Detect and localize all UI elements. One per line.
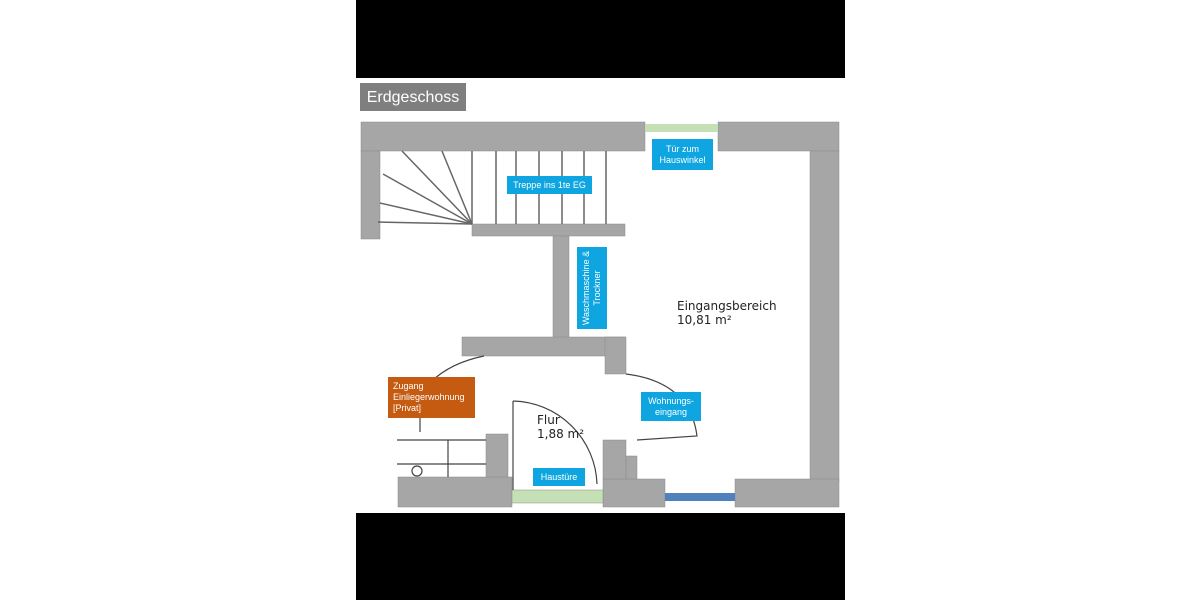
stair-landing-wall <box>471 223 626 237</box>
wall-top-left <box>360 121 646 152</box>
room-size-hall: 1,88 m² <box>537 427 585 441</box>
page-title: Erdgeschoss <box>360 83 466 111</box>
letterbox-bottom <box>356 513 845 600</box>
room-name-hall: Flur <box>537 413 560 427</box>
stair-treads <box>377 150 607 225</box>
letterbox-top <box>356 0 845 78</box>
wall-bottom-left-post <box>485 433 509 478</box>
wall-bottom-right <box>734 478 840 508</box>
wall-middle <box>461 336 626 357</box>
label-apartment-entrance: Wohnungs-eingang <box>641 392 701 421</box>
label-door-hauswinkel: Tür zum Hauswinkel <box>652 139 713 170</box>
door-hauswinkel-opening <box>645 124 718 132</box>
wall-laundry <box>552 235 570 339</box>
window <box>665 493 735 501</box>
label-stairs: Treppe ins 1te EG <box>507 176 592 194</box>
wall-top-right <box>717 121 840 152</box>
fixture-circle <box>411 465 423 477</box>
wall-step-2 <box>625 455 638 480</box>
label-laundry: Waschmaschine & Trockner <box>577 247 607 329</box>
door-swing-front <box>512 400 598 485</box>
label-front-door: Haustüre <box>533 468 585 486</box>
wall-bottom-left <box>397 476 513 508</box>
front-door-opening <box>511 489 604 504</box>
label-private-access: Zugang Einliegerwohnung [Privat] <box>388 377 475 418</box>
wall-right <box>809 150 840 482</box>
wall-step-1 <box>602 439 627 480</box>
wall-middle-block <box>604 336 627 375</box>
wall-bottom-middle <box>602 478 666 508</box>
room-size-entrance: 10,81 m² <box>677 313 732 327</box>
room-name-entrance: Eingangsbereich <box>677 299 777 313</box>
wall-left-stub <box>360 150 381 240</box>
